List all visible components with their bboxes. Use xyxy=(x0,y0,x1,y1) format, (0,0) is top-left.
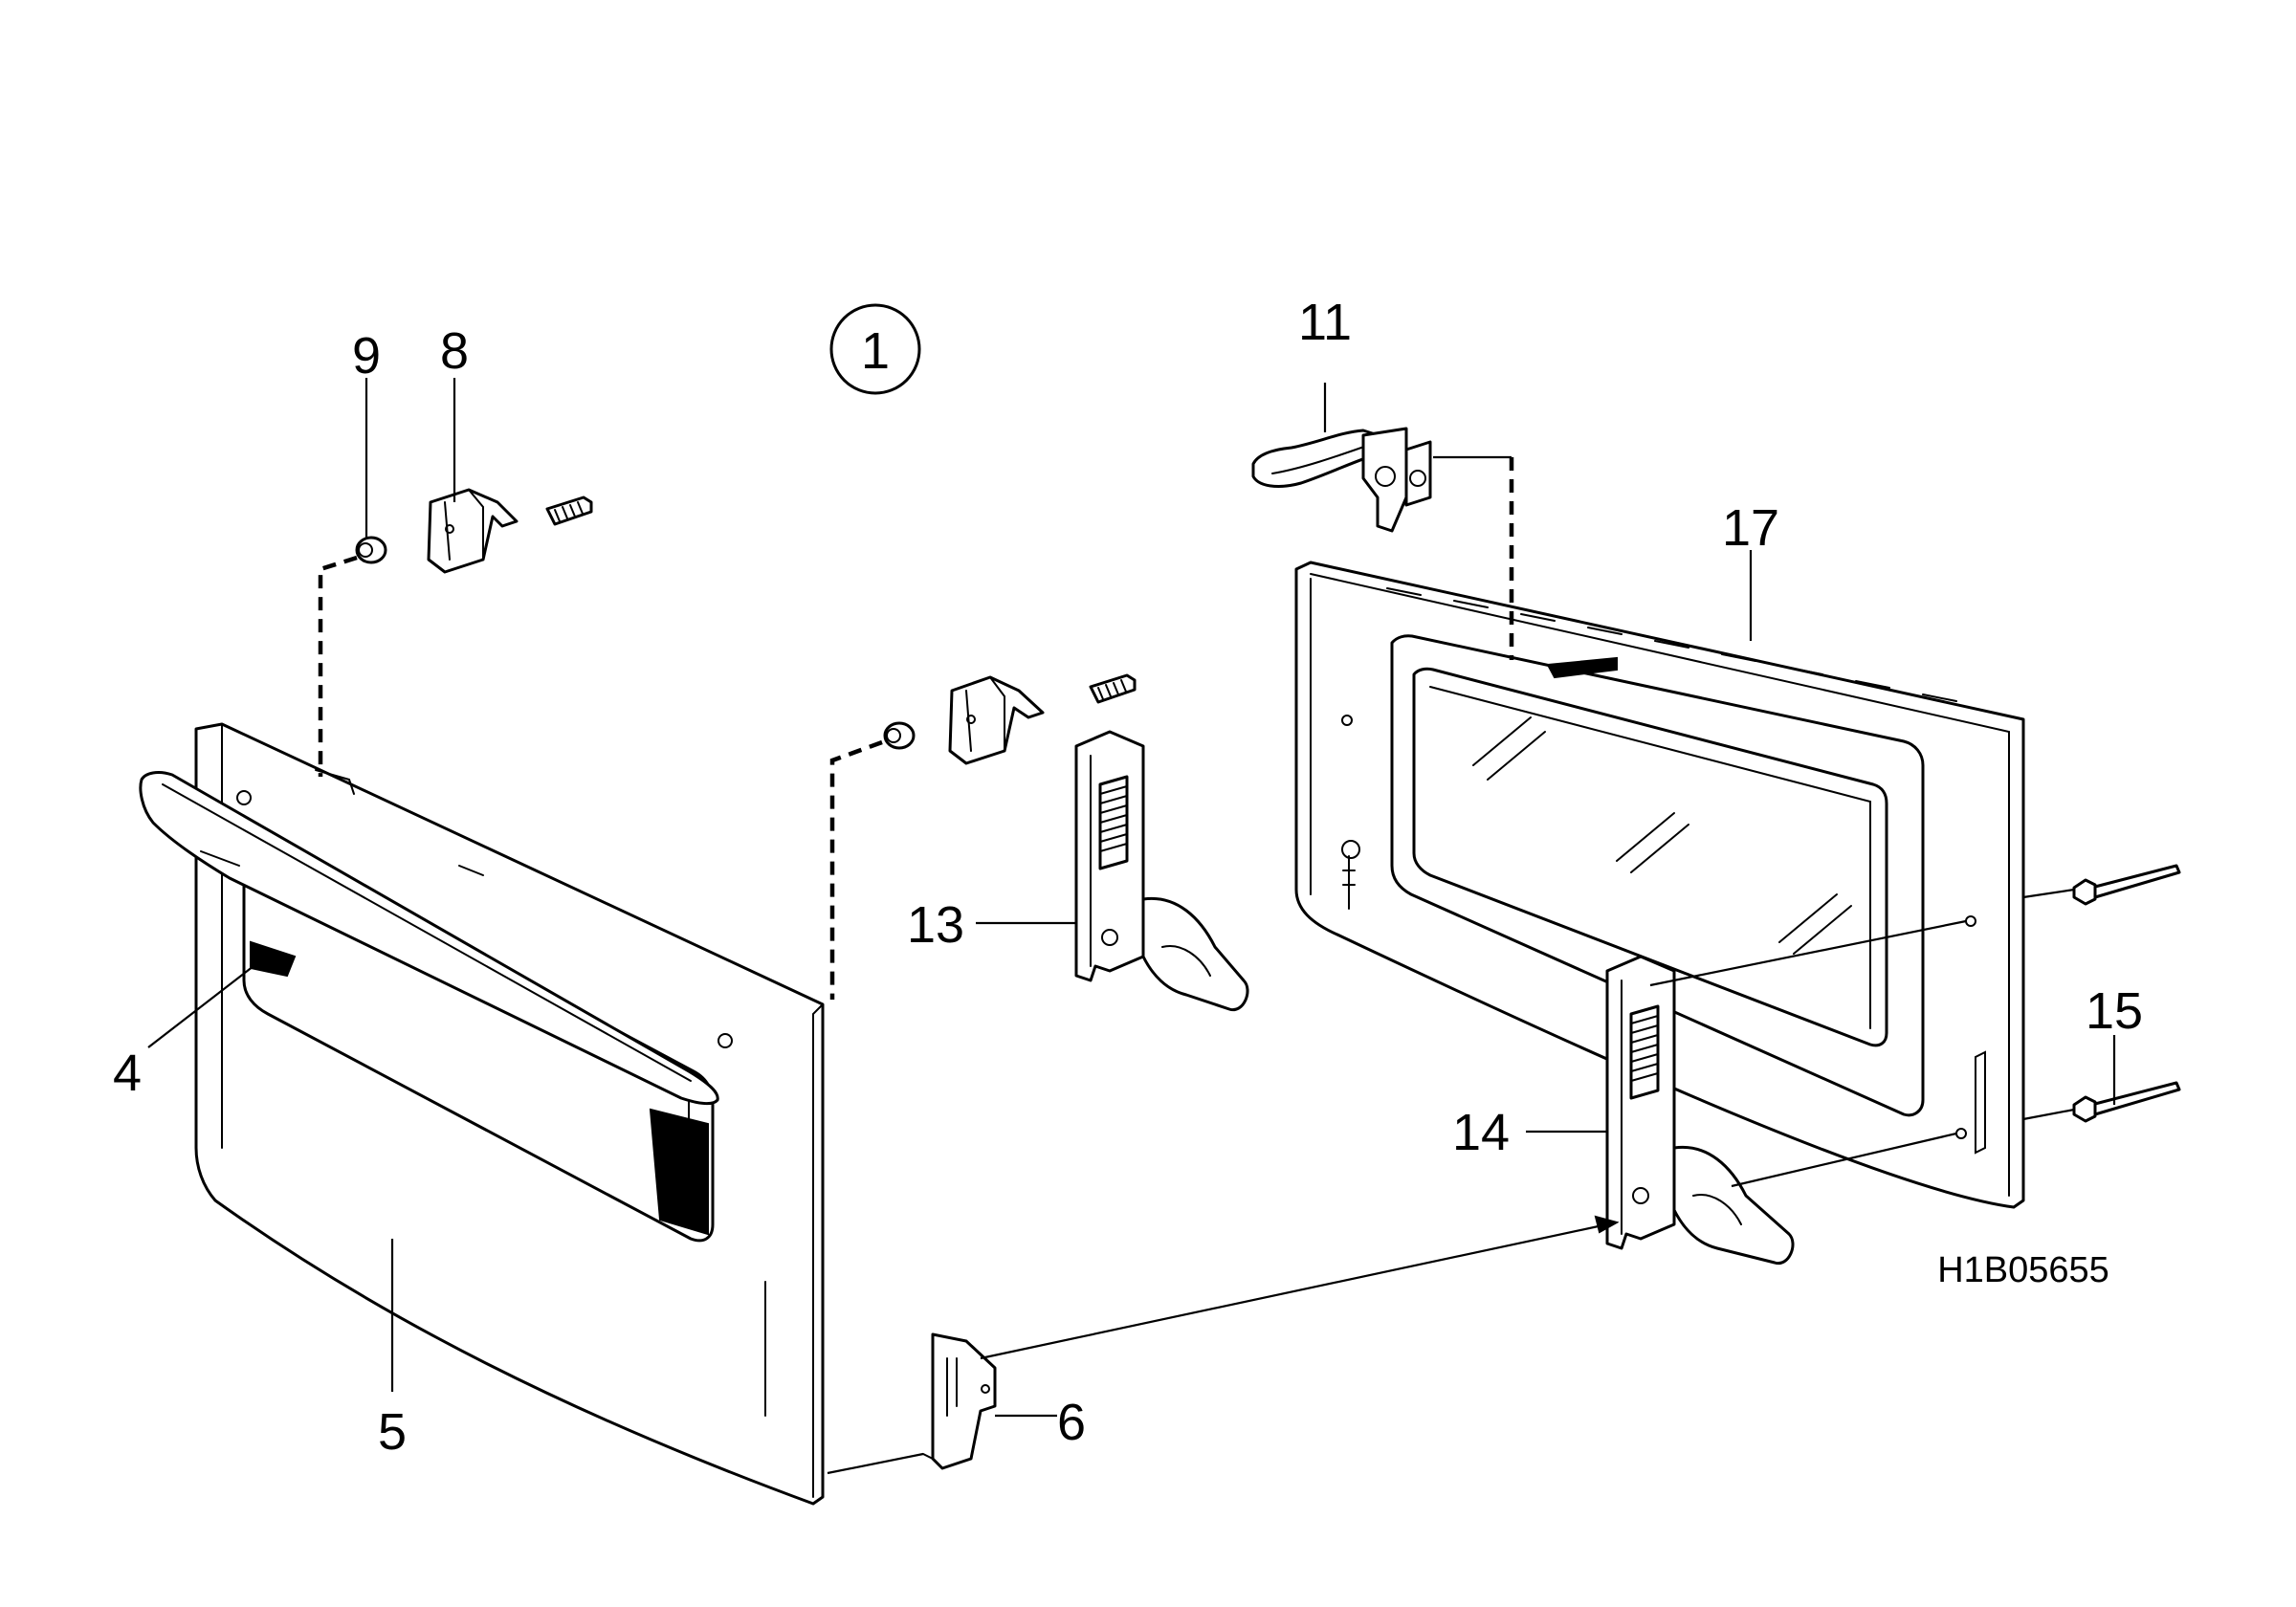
callout-6: 9 xyxy=(352,327,381,385)
leader-lines xyxy=(147,378,2116,1475)
callout-9: 6 xyxy=(1057,1394,1086,1451)
callout-8: 8 xyxy=(440,322,469,380)
callout-labels: 9 8 11 17 13 14 4 5 6 15 xyxy=(113,294,2143,1461)
part-15-rivets xyxy=(2072,864,2181,1123)
callout-17: 17 xyxy=(1722,499,1779,557)
assembly-dashed-lines xyxy=(318,457,1514,1000)
part-14-hinge xyxy=(1605,955,1795,1266)
part-9-clip xyxy=(922,1332,997,1470)
callout-13: 13 xyxy=(907,896,964,954)
view-number-badge: 1 xyxy=(829,303,921,395)
callout-5: 5 xyxy=(378,1403,407,1461)
part-4-door-handle xyxy=(139,771,719,1106)
callout-11: 11 xyxy=(1298,294,1352,351)
part-6-spacer xyxy=(355,536,387,564)
part-8-hinge-bracket xyxy=(427,488,593,574)
view-number-label: 1 xyxy=(861,322,890,380)
part-13-hinge xyxy=(1074,730,1249,1012)
part-centre-spacer-bracket xyxy=(883,673,1137,765)
callout-4: 4 xyxy=(113,1045,142,1102)
callout-14: 14 xyxy=(1452,1104,1510,1161)
part-17-inner-door-frame xyxy=(1294,561,2025,1209)
part-11-door-latch xyxy=(1251,427,1432,533)
callout-15: 15 xyxy=(2086,982,2143,1040)
reference-code: H1B05655 xyxy=(1937,1250,2109,1290)
